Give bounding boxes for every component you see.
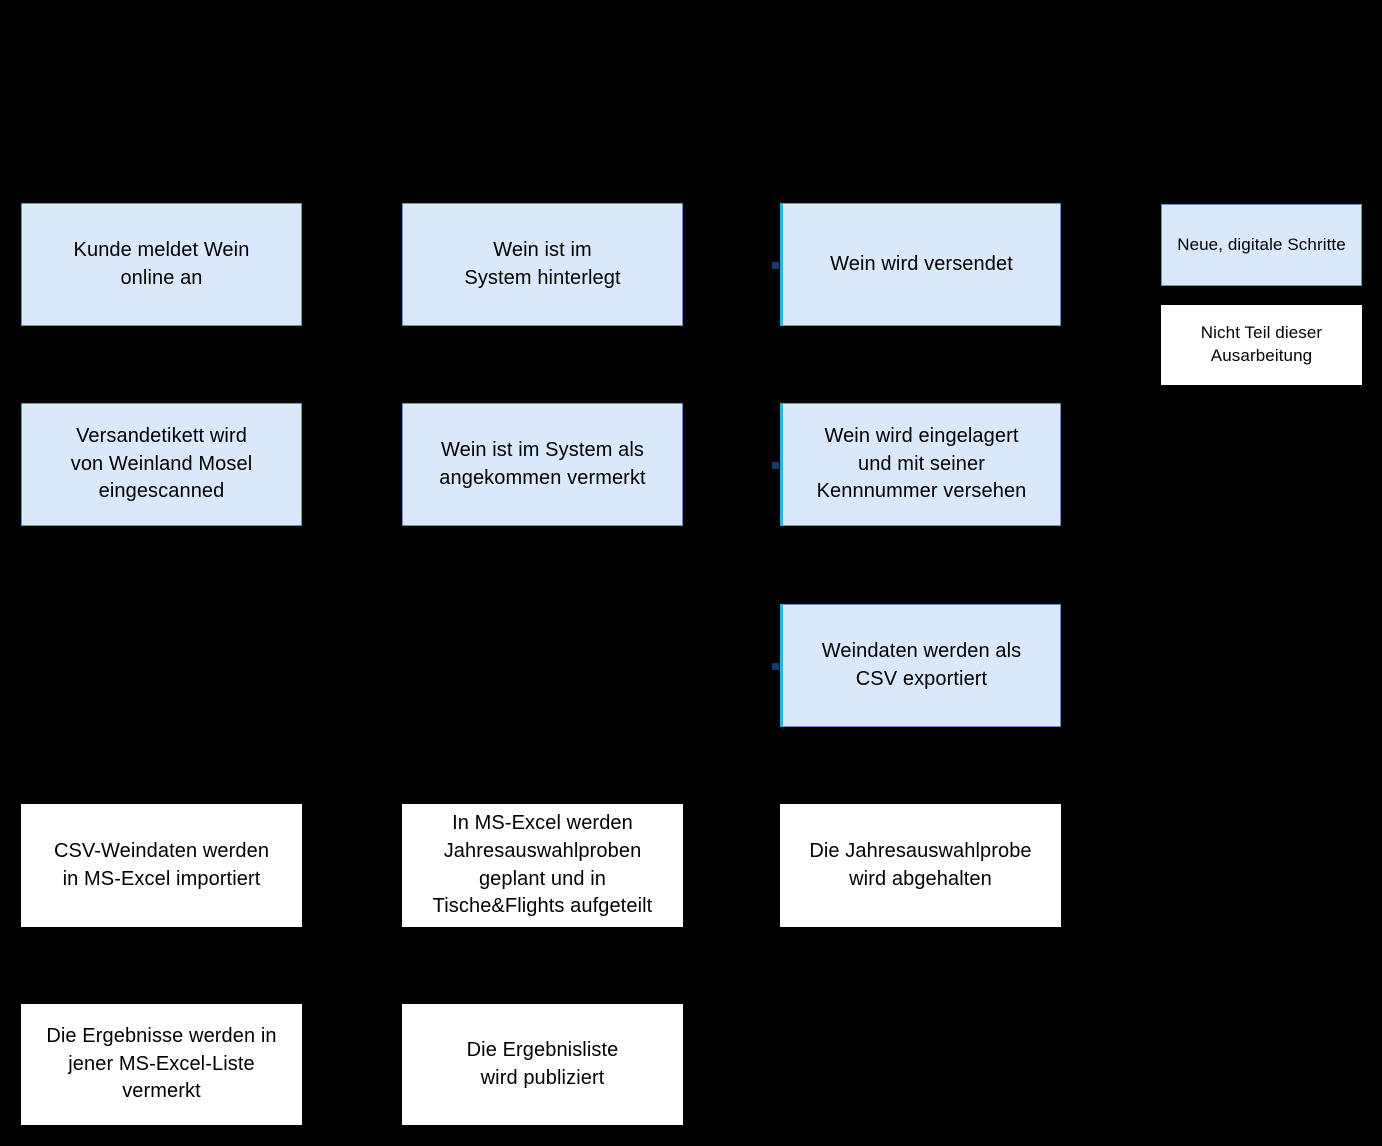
process-node-versandetikett-eingescanned[interactable]: Versandetikett wird von Weinland Mosel e… xyxy=(21,403,302,526)
node-label: Versandetikett wird von Weinland Mosel e… xyxy=(70,425,253,503)
node-label: Wein ist im System als angekommen vermer… xyxy=(439,438,646,489)
process-node-weindaten-csv-exportiert[interactable]: Weindaten werden als CSV exportiert xyxy=(772,604,1061,727)
node-label: Wein wird versendet xyxy=(830,252,1013,275)
process-node-csv-weindaten-importiert[interactable]: CSV-Weindaten werden in MS-Excel importi… xyxy=(21,804,302,927)
process-node-wein-eingelagert-kennnummer[interactable]: Wein wird eingelagert und mit seiner Ken… xyxy=(772,403,1061,526)
legend-digital-label: Neue, digitale Schritte xyxy=(1177,234,1346,254)
node-label: Die Jahresauswahlprobe wird abgehalten xyxy=(809,839,1032,890)
process-node-wein-angekommen-vermerkt[interactable]: Wein ist im System als angekommen vermer… xyxy=(402,403,683,526)
connector-tick-icon xyxy=(772,662,779,670)
process-node-kunde-meldet-wein[interactable]: Kunde meldet Wein online an xyxy=(21,203,302,326)
node-label: Kunde meldet Wein online an xyxy=(73,238,250,289)
legend-digital-steps: Neue, digitale Schritte xyxy=(1161,204,1362,286)
legend-manual-label: Nicht Teil dieser Ausarbeitung xyxy=(1200,323,1323,365)
process-node-ergebnisse-vermerkt[interactable]: Die Ergebnisse werden in jener MS-Excel-… xyxy=(21,1004,302,1125)
process-node-ergebnisliste-publiziert[interactable]: Die Ergebnisliste wird publiziert xyxy=(402,1004,683,1125)
node-label: In MS-Excel werden Jahresauswahlproben g… xyxy=(432,812,653,918)
process-node-wein-wird-versendet[interactable]: Wein wird versendet xyxy=(772,203,1061,326)
connector-tick-icon xyxy=(772,461,779,469)
legend-out-of-scope: Nicht Teil dieser Ausarbeitung xyxy=(1161,305,1362,385)
node-label: CSV-Weindaten werden in MS-Excel importi… xyxy=(53,839,270,890)
node-label: Die Ergebnisse werden in jener MS-Excel-… xyxy=(46,1025,277,1103)
process-node-wein-im-system-hinterlegt[interactable]: Wein ist im System hinterlegt xyxy=(402,203,683,326)
process-node-jahresauswahlprobe-abgehalten[interactable]: Die Jahresauswahlprobe wird abgehalten xyxy=(780,804,1061,927)
node-label: Wein wird eingelagert und mit seiner Ken… xyxy=(816,425,1027,503)
node-label: Die Ergebnisliste wird publiziert xyxy=(466,1038,619,1089)
connector-tick-icon xyxy=(772,261,779,269)
node-label: Wein ist im System hinterlegt xyxy=(464,238,621,289)
process-node-jahresauswahlproben-geplant[interactable]: In MS-Excel werden Jahresauswahlproben g… xyxy=(402,804,683,927)
node-label: Weindaten werden als CSV exportiert xyxy=(821,639,1022,690)
